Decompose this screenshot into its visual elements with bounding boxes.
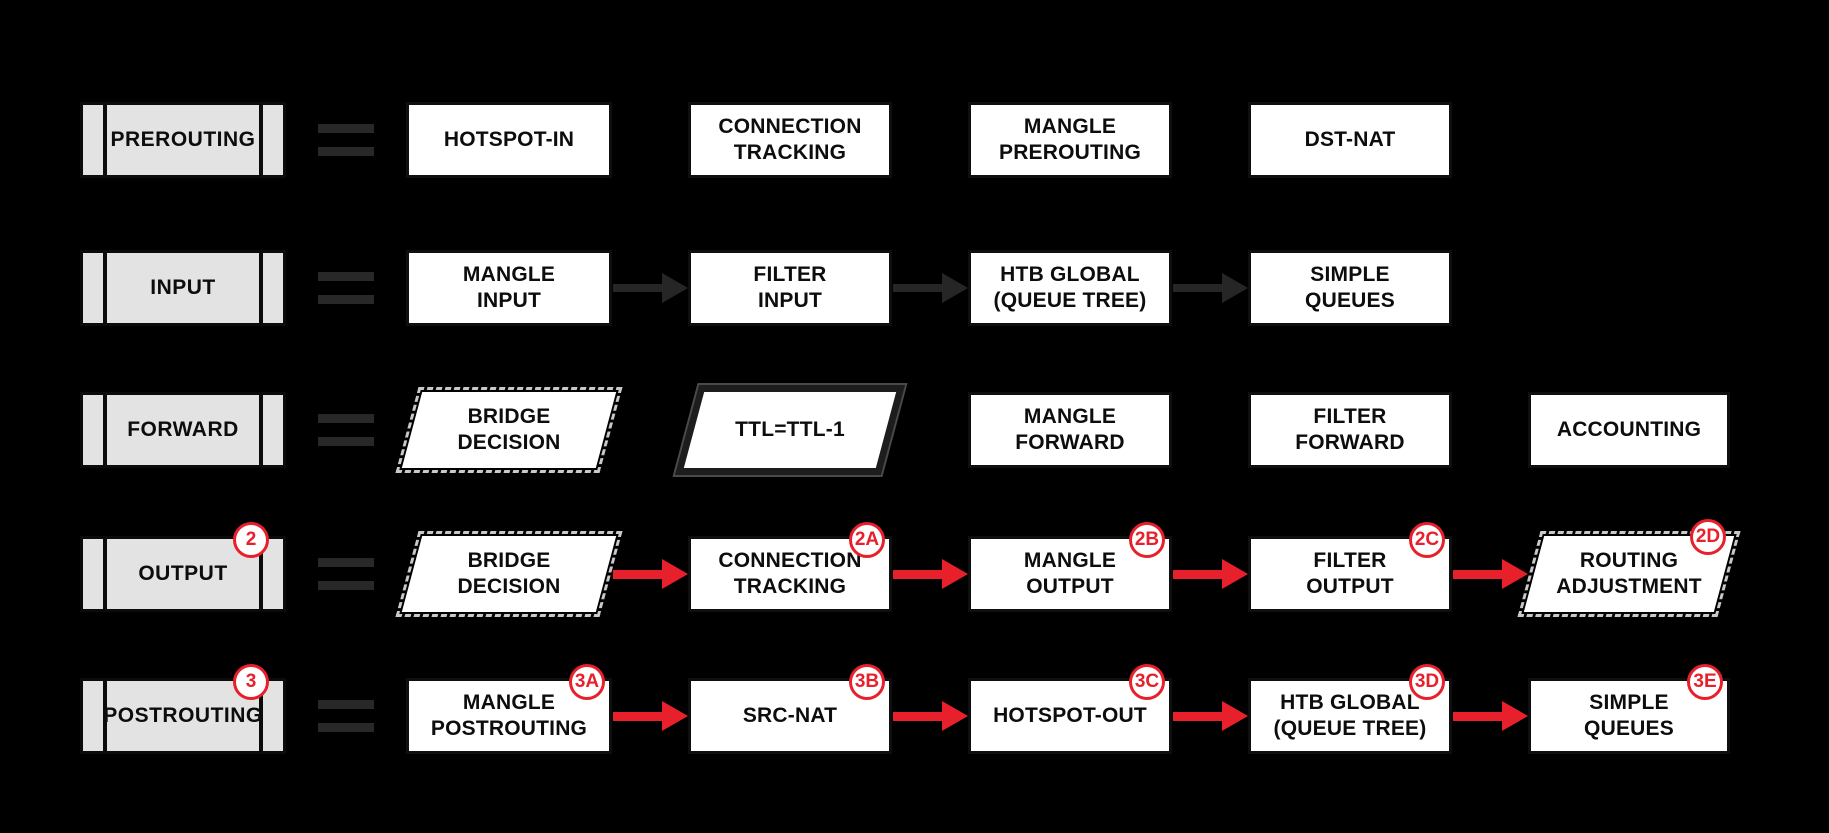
node-mangle-postrouting: MANGLE POSTROUTING 3A: [406, 664, 612, 754]
step-badge-icon: 2B: [1129, 522, 1165, 558]
chain-side-line: [103, 395, 107, 465]
node-hotspot-in: HOTSPOT-IN: [406, 102, 612, 178]
node-dst-nat: DST-NAT: [1248, 102, 1452, 178]
node-hotspot-out: HOTSPOT-OUT 3C: [968, 664, 1172, 754]
step-badge-icon: 3C: [1129, 664, 1165, 700]
chain-side-line: [259, 395, 263, 465]
node-bridge-decision-output: BRIDGE DECISION: [396, 531, 622, 617]
node-connection-tracking: CONNECTION TRACKING: [688, 102, 892, 178]
step-badge-icon: 3B: [849, 664, 885, 700]
chain-label-forward: FORWARD: [80, 392, 286, 468]
node-simple-queues-postrouting: SIMPLE QUEUES 3E: [1528, 664, 1730, 754]
step-badge-icon: 3D: [1409, 664, 1445, 700]
flow-arrow-icon: [893, 536, 968, 612]
step-badge-icon: 3E: [1687, 664, 1723, 700]
node-routing-adjustment: ROUTING ADJUSTMENT 2D: [1518, 519, 1740, 617]
step-badge-icon: 3: [233, 664, 269, 700]
step-badge-icon: 2D: [1690, 519, 1726, 555]
chain-side-line: [259, 681, 263, 751]
row-prerouting: PREROUTING HOTSPOT-IN CONNECTION TRACKIN…: [0, 102, 1829, 178]
step-badge-icon: 3A: [569, 664, 605, 700]
node-mangle-input: MANGLE INPUT: [406, 250, 612, 326]
row-forward: FORWARD BRIDGE DECISION TTL=TTL-1 MANGLE…: [0, 387, 1829, 473]
equals-icon: [318, 250, 374, 326]
node-bridge-decision-forward: BRIDGE DECISION: [396, 387, 622, 473]
flow-arrow-icon: [893, 250, 968, 326]
chain-label-postrouting: POSTROUTING 3: [80, 664, 286, 754]
flow-arrow-icon: [893, 678, 968, 754]
flow-arrow-icon: [1173, 250, 1248, 326]
node-simple-queues-input: SIMPLE QUEUES: [1248, 250, 1452, 326]
equals-icon: [318, 392, 374, 468]
flow-arrow-icon: [1173, 536, 1248, 612]
node-htb-global-postrouting: HTB GLOBAL (QUEUE TREE) 3D: [1248, 664, 1452, 754]
chain-side-line: [103, 539, 107, 609]
flow-arrow-icon: [613, 250, 688, 326]
chain-label-text: PREROUTING: [110, 128, 256, 151]
node-filter-output: FILTER OUTPUT 2C: [1248, 522, 1452, 612]
step-badge-icon: 2C: [1409, 522, 1445, 558]
node-src-nat: SRC-NAT 3B: [688, 664, 892, 754]
equals-icon: [318, 536, 374, 612]
node-accounting: ACCOUNTING: [1528, 392, 1730, 468]
node-filter-forward: FILTER FORWARD: [1248, 392, 1452, 468]
node-mangle-output: MANGLE OUTPUT 2B: [968, 522, 1172, 612]
chain-label-prerouting: PREROUTING: [80, 102, 286, 178]
chain-label-output: OUTPUT 2: [80, 522, 286, 612]
node-mangle-forward: MANGLE FORWARD: [968, 392, 1172, 468]
flow-arrow-icon: [1453, 536, 1528, 612]
chain-label-text: POSTROUTING: [103, 704, 263, 727]
flow-arrow-icon: [613, 678, 688, 754]
chain-side-line: [103, 105, 107, 175]
chain-side-line: [259, 253, 263, 323]
node-connection-tracking-output: CONNECTION TRACKING 2A: [688, 522, 892, 612]
equals-icon: [318, 102, 374, 178]
flow-arrow-icon: [1173, 678, 1248, 754]
node-htb-global-input: HTB GLOBAL (QUEUE TREE): [968, 250, 1172, 326]
chain-side-line: [259, 105, 263, 175]
row-output: OUTPUT 2 BRIDGE DECISION CONNECTION TRAC…: [0, 519, 1829, 617]
flow-arrow-icon: [613, 536, 688, 612]
chain-label-text: OUTPUT: [138, 562, 228, 585]
step-badge-icon: 2A: [849, 522, 885, 558]
chain-label-input: INPUT: [80, 250, 286, 326]
chain-side-line: [103, 681, 107, 751]
chain-side-line: [259, 539, 263, 609]
node-ttl-decrement: TTL=TTL-1: [683, 392, 897, 468]
chain-label-text: INPUT: [150, 276, 216, 299]
node-filter-input: FILTER INPUT: [688, 250, 892, 326]
step-badge-icon: 2: [233, 522, 269, 558]
node-mangle-prerouting: MANGLE PREROUTING: [968, 102, 1172, 178]
row-input: INPUT MANGLE INPUT FILTER INPUT HTB GLOB…: [0, 250, 1829, 326]
flow-arrow-icon: [1453, 678, 1528, 754]
chain-label-text: FORWARD: [127, 418, 239, 441]
chain-side-line: [103, 253, 107, 323]
equals-icon: [318, 678, 374, 754]
row-postrouting: POSTROUTING 3 MANGLE POSTROUTING 3A SRC-…: [0, 664, 1829, 754]
